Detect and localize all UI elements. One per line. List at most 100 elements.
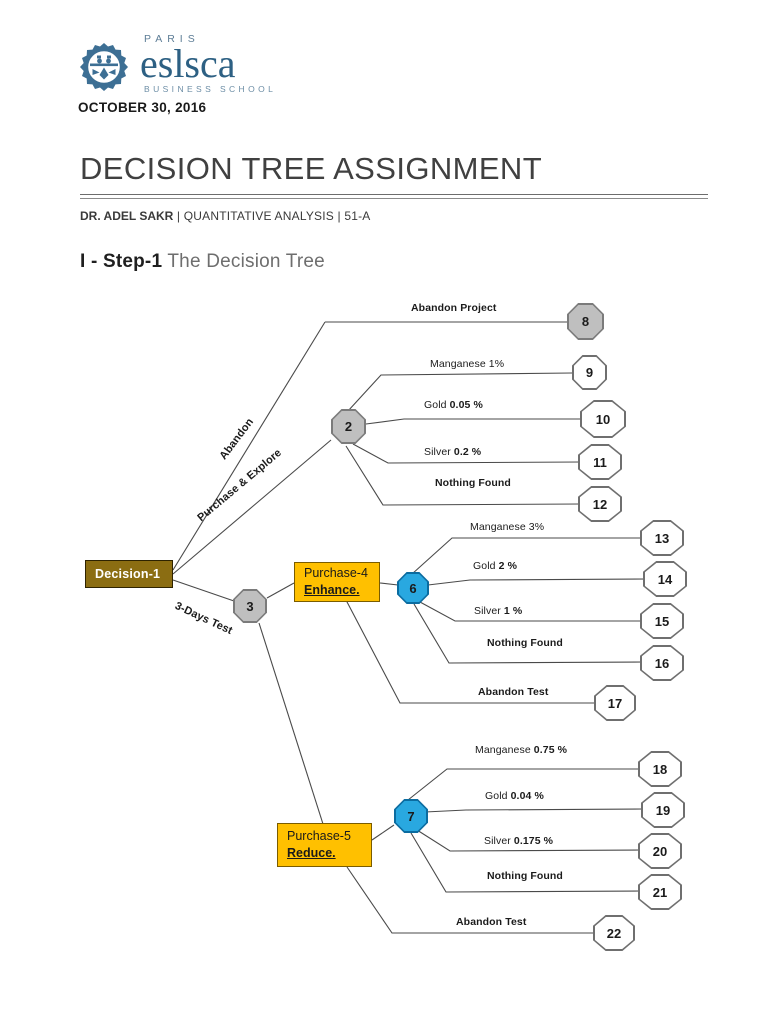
node-6[interactable]: 6 [397, 572, 429, 604]
node-11-label: 11 [593, 454, 607, 470]
byline-author: DR. ADEL SAKR [80, 208, 174, 223]
node-15-label: 15 [654, 613, 670, 629]
node-7[interactable]: 7 [394, 799, 428, 833]
node-10-label: 10 [595, 411, 611, 427]
edge-label-manganese-3: Manganese 3% [470, 521, 545, 533]
gold-005-prefix: Gold [424, 399, 450, 411]
silver-02-prefix: Silver [424, 446, 454, 458]
node-14-fill [644, 562, 686, 596]
node-22[interactable]: 22 [593, 915, 635, 951]
edge-label-gold-005: Gold 0.05 % [424, 399, 483, 411]
edge-label-abandon-test-7: Abandon Test [456, 916, 527, 928]
node-6-label: 6 [409, 580, 417, 596]
purchase-4-action: Enhance. [304, 583, 360, 597]
edge-label-gold-2: Gold 2 % [473, 560, 517, 572]
gear-owl-emblem-icon [78, 42, 130, 94]
node-3[interactable]: 3 [233, 589, 267, 623]
section-number: I - Step-1 [80, 250, 163, 272]
node-9[interactable]: 9 [572, 355, 607, 390]
byline-rest: | QUANTITATIVE ANALYSIS | 51-A [173, 208, 371, 223]
node-22-fill [594, 916, 634, 950]
gold-005-value: 0.05 % [449, 399, 483, 411]
edge-label-abandon-project: Abandon Project [411, 302, 497, 314]
node-21[interactable]: 21 [638, 874, 682, 910]
node-10[interactable]: 10 [580, 400, 626, 438]
node-2-label: 2 [344, 419, 353, 434]
node-14-label: 14 [657, 571, 673, 587]
edge-label-nothing-found-6: Nothing Found [487, 637, 563, 649]
node-16-fill [641, 646, 683, 680]
edge-label-nothing-found-7: Nothing Found [487, 870, 563, 882]
node-11-fill [579, 445, 621, 479]
node-19-label: 19 [655, 802, 671, 818]
manganese-075-prefix: Manganese [475, 744, 534, 756]
decision-1-label: Decision-1 [95, 566, 161, 581]
node-3-label: 3 [246, 598, 254, 614]
manganese-075-value: 0.75 % [533, 744, 568, 756]
node-16-label: 16 [654, 655, 670, 671]
node-decision-1[interactable]: Decision-1 [85, 560, 173, 588]
purchase-4-label: Purchase-4 [304, 566, 368, 580]
edge-label-manganese-1: Manganese 1% [430, 358, 505, 370]
node-11[interactable]: 11 [578, 444, 622, 480]
gold-2-value: 2 % [498, 560, 518, 572]
edge-label-gold-004: Gold 0.04 % [485, 790, 544, 802]
gold-004-prefix: Gold [485, 790, 511, 802]
node-20-label: 20 [652, 843, 668, 859]
document-date: OCTOBER 30, 2016 [78, 100, 207, 115]
node-18-fill [639, 752, 681, 786]
node-15-fill [641, 604, 683, 638]
node-15[interactable]: 15 [640, 603, 684, 639]
node-20[interactable]: 20 [638, 833, 682, 869]
node-12[interactable]: 12 [578, 486, 622, 522]
node-7-label: 7 [407, 808, 415, 824]
node-17[interactable]: 17 [594, 685, 636, 721]
node-purchase-5[interactable]: Purchase-5 Reduce. [277, 823, 372, 867]
silver-0175-value: 0.175 % [513, 835, 554, 847]
node-18-label: 18 [652, 761, 668, 777]
node-12-fill [579, 487, 621, 521]
logo-name-text: eslsca [140, 41, 236, 86]
edge-label-abandon-test-6: Abandon Test [478, 686, 549, 698]
node-3-fill [234, 590, 266, 622]
byline: DR. ADEL SAKR | QUANTITATIVE ANALYSIS | … [80, 209, 708, 223]
edge-label-manganese-075: Manganese 0.75 % [475, 744, 567, 756]
node-21-fill [639, 875, 681, 909]
document-header: PARIS eslsca BUSINESS SCHOOL OCTOBER 30,… [78, 34, 698, 116]
gold-004-value: 0.04 % [510, 790, 544, 802]
gold-2-prefix: Gold [473, 560, 499, 572]
node-19-fill [642, 793, 684, 827]
node-13[interactable]: 13 [640, 520, 684, 556]
silver-1-value: 1 % [503, 605, 523, 617]
node-17-label: 17 [607, 695, 623, 711]
title-divider-bottom [80, 197, 708, 199]
eslsca-logo: PARIS eslsca BUSINESS SCHOOL [78, 34, 698, 95]
node-14[interactable]: 14 [643, 561, 687, 597]
node-12-label: 12 [592, 496, 608, 512]
section-name: The Decision Tree [162, 250, 325, 272]
node-8[interactable]: 8 [567, 303, 604, 340]
edge-label-nothing-found-2: Nothing Found [435, 477, 511, 489]
node-8-fill [568, 304, 603, 339]
node-22-label: 22 [606, 925, 622, 941]
logo-paris-text: PARIS [144, 33, 200, 45]
silver-02-value: 0.2 % [453, 446, 482, 458]
node-20-fill [639, 834, 681, 868]
node-purchase-4[interactable]: Purchase-4 Enhance. [294, 562, 380, 602]
purchase-5-action: Reduce. [287, 846, 336, 860]
page-title: DECISION TREE ASSIGNMENT [80, 151, 543, 186]
logo-wordmark: PARIS eslsca BUSINESS SCHOOL [140, 34, 276, 95]
section-heading: I - Step-1 The Decision Tree [80, 251, 708, 273]
node-13-fill [641, 521, 683, 555]
title-divider-top [80, 194, 708, 195]
node-7-fill [395, 800, 427, 832]
purchase-5-label: Purchase-5 [287, 829, 351, 843]
node-16[interactable]: 16 [640, 645, 684, 681]
node-9-label: 9 [585, 365, 594, 380]
node-19[interactable]: 19 [641, 792, 685, 828]
node-2[interactable]: 2 [331, 409, 366, 444]
silver-1-prefix: Silver [474, 605, 504, 617]
node-18[interactable]: 18 [638, 751, 682, 787]
node-13-label: 13 [654, 530, 670, 546]
